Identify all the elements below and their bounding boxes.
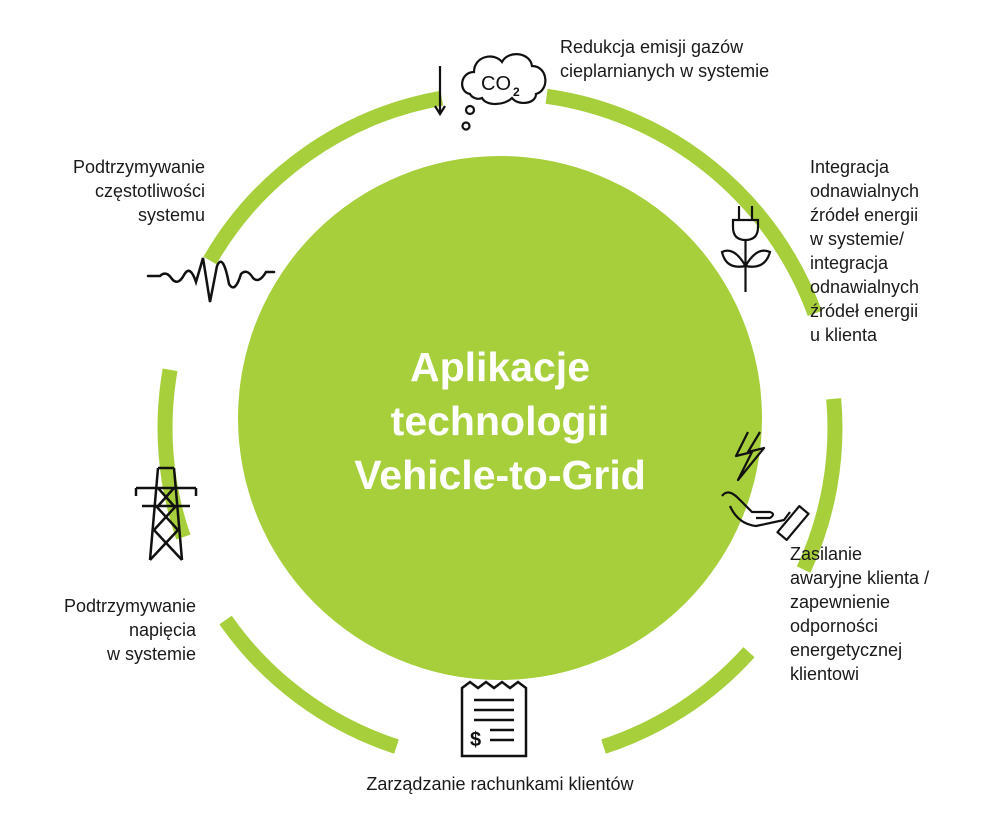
label-co2-reduction: Redukcja emisji gazów cieplarnianych w s…	[560, 35, 769, 83]
label-line: integracja	[810, 253, 889, 273]
label-line: w systemie	[106, 644, 196, 664]
invoice-receipt-icon	[460, 680, 528, 758]
label-line: Zasilanie	[790, 544, 863, 564]
label-line: systemu	[137, 205, 205, 225]
plug-leaf-icon	[720, 206, 772, 292]
label-line: odporności	[790, 616, 879, 636]
title-line-1: Aplikacje	[409, 344, 591, 390]
center-title: Aplikacje technologii Vehicle-to-Grid	[270, 340, 730, 502]
title-line-3: Vehicle-to-Grid	[354, 452, 646, 498]
label-voltage-support: Podtrzymywanie napięcia w systemie	[25, 594, 196, 666]
co2-text: CO	[481, 73, 511, 95]
label-line: zapewnienie	[790, 592, 891, 612]
label-line: napięcia	[128, 620, 196, 640]
label-line: Podtrzymywanie	[72, 157, 205, 177]
label-line: w systemie/	[810, 229, 905, 249]
co2-cloud-icon	[434, 53, 547, 131]
label-line: Redukcja emisji gazów	[560, 37, 744, 57]
label-line: awaryjne klienta /	[790, 568, 930, 588]
label-line: u klienta	[810, 325, 878, 345]
label-line: źródeł energii	[810, 301, 919, 321]
label-line: odnawialnych	[810, 181, 920, 201]
label-line: energetycznej	[790, 640, 903, 660]
label-line: cieplarnianych w systemie	[560, 61, 770, 81]
center-circle	[238, 156, 762, 680]
label-line: źródeł energii	[810, 205, 919, 225]
hand-lightning-icon	[721, 431, 810, 541]
label-line: Podtrzymywanie	[63, 596, 196, 616]
label-bill-management: Zarządzanie rachunkami klientów	[300, 772, 700, 796]
label-frequency-support: Podtrzymywanie częstotliwości systemu	[30, 155, 205, 227]
ring-arc-segment	[157, 368, 191, 540]
ring-arc-segment	[219, 615, 399, 754]
label-line: częstotliwości	[94, 181, 205, 201]
ring-arcs	[157, 88, 843, 754]
ring-arc-segment	[203, 90, 444, 265]
waveform-icon	[146, 257, 276, 303]
co2-subscript: 2	[513, 85, 520, 99]
dollar-icon: $	[470, 729, 481, 751]
ring-arc-segment	[545, 88, 822, 316]
title-line-2: technologii	[390, 398, 610, 444]
label-line: Zarządzanie rachunkami klientów	[366, 774, 634, 794]
label-line: odnawialnych	[810, 277, 920, 297]
power-pylon-icon	[134, 466, 198, 561]
label-line: Integracja	[810, 157, 890, 177]
label-renewables-integration: Integracja odnawialnych źródeł energii w…	[810, 155, 919, 347]
label-backup-power: Zasilanie awaryjne klienta / zapewnienie…	[790, 542, 929, 686]
label-line: klientowi	[790, 664, 860, 684]
ring-arc-segment	[601, 647, 755, 754]
ring-arc-segment	[796, 398, 843, 573]
